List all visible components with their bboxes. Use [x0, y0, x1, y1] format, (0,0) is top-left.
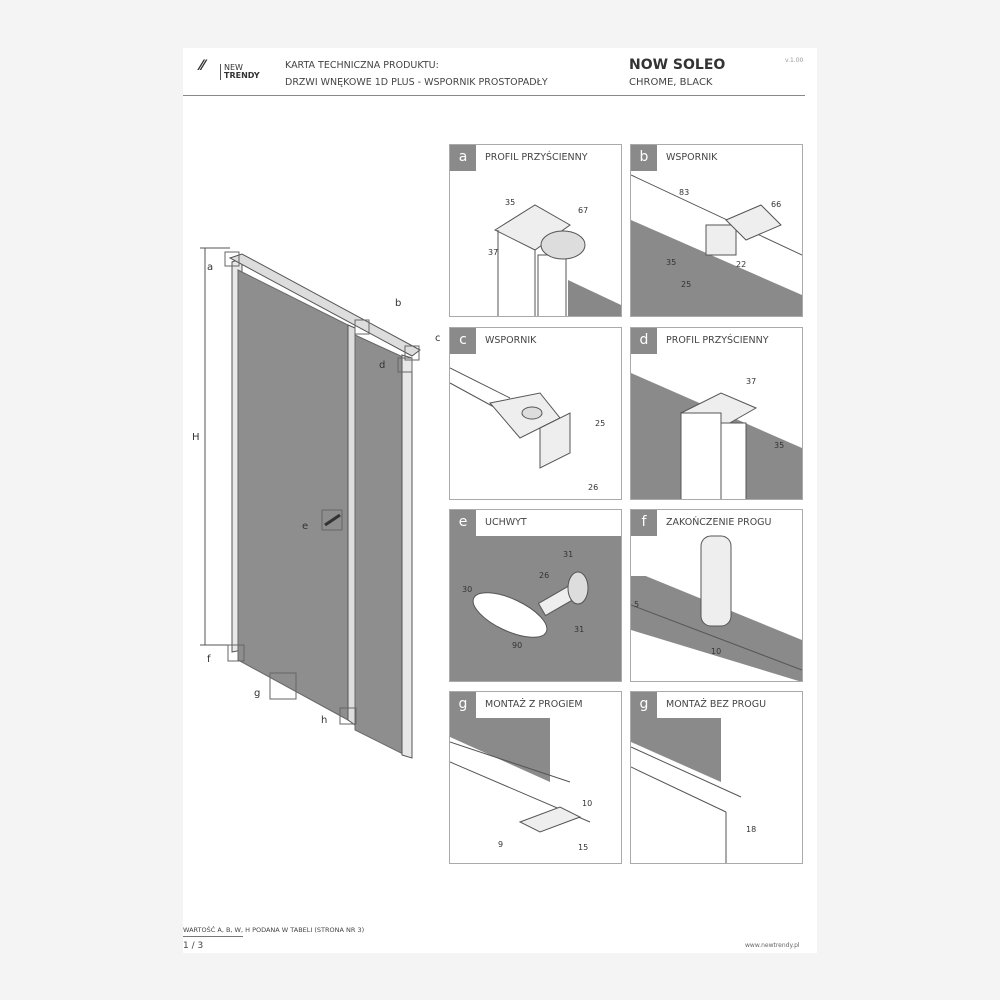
height-label: H: [192, 432, 200, 443]
dimension-label: 25: [595, 419, 605, 428]
callout-h: h: [321, 715, 328, 726]
detail-drawing: 18: [631, 718, 756, 863]
dimension-label: 15: [578, 843, 588, 852]
panel-letter: d: [631, 328, 657, 354]
panel-letter: c: [450, 328, 476, 354]
dimension-label: 26: [588, 483, 598, 492]
website-link[interactable]: www.newtrendy.pl: [745, 942, 800, 949]
panel-letter: e: [450, 510, 476, 536]
detail-panel-g-2: 18 g MONTAŻ BEZ PROGU: [630, 691, 803, 864]
footer-note: WARTOŚĆ A, B, W, H PODANA W TABELI (STRO…: [183, 926, 365, 934]
detail-panel-d: 37 35 d PROFIL PRZYŚCIENNY: [630, 327, 803, 500]
dimension-label: 31: [574, 625, 584, 634]
dimension-label: 35: [505, 198, 515, 207]
footer-note-underline: [183, 936, 243, 937]
callout-b: b: [395, 298, 402, 309]
dimension-label: 9: [498, 840, 503, 849]
detail-drawing: 83 66 35 22 25: [631, 174, 802, 316]
panel-letter: g: [450, 692, 476, 718]
detail-drawing: 5 10: [631, 535, 802, 681]
panel-title: UCHWYT: [485, 517, 527, 528]
panel-title: MONTAŻ BEZ PROGU: [666, 699, 767, 710]
dimension-label: 37: [746, 377, 756, 386]
dimension-label: 83: [679, 188, 689, 197]
dimension-label: 5: [634, 600, 639, 609]
logo-mark-icon: ⁄⁄: [200, 58, 205, 74]
dimension-label: 35: [774, 441, 784, 450]
dimension-label: 30: [462, 585, 472, 594]
detail-drawing: 37 35: [631, 373, 802, 499]
panel-title: PROFIL PRZYŚCIENNY: [485, 152, 588, 163]
callout-a: a: [207, 262, 214, 273]
dimension-label: 25: [681, 280, 691, 289]
callout-d: d: [379, 360, 386, 371]
header-divider: [183, 95, 805, 96]
panel-letter: g: [631, 692, 657, 718]
dimension-label: 22: [736, 260, 746, 269]
detail-panel-e: 31 26 30 90 31 e UCHWYT: [449, 509, 622, 682]
detail-drawing: 35 67 37: [488, 198, 621, 316]
panel-title: ZAKOŃCZENIE PROGU: [666, 517, 772, 528]
callout-c: c: [435, 333, 441, 344]
document-subject: DRZWI WNĘKOWE 1D PLUS - WSPORNIK PROSTOP…: [285, 77, 548, 88]
panel-title: WSPORNIK: [485, 335, 537, 346]
door-assembly-drawing: [200, 247, 421, 759]
detail-panel-b: 83 66 35 22 25 b WSPORNIK: [630, 144, 803, 317]
product-variants: CHROME, BLACK: [629, 77, 713, 88]
detail-drawing: 10 9 15: [450, 718, 592, 852]
logo-text-line2: TRENDY: [224, 71, 260, 80]
panel-letter: a: [450, 145, 476, 171]
dimension-label: 66: [771, 200, 781, 209]
document-type: KARTA TECHNICZNA PRODUKTU:: [285, 60, 439, 71]
dimension-label: 26: [539, 571, 549, 580]
dimension-label: 35: [666, 258, 676, 267]
panel-title: WSPORNIK: [666, 152, 718, 163]
callout-e: e: [302, 521, 309, 532]
dimension-label: 67: [578, 206, 588, 215]
dimension-label: 18: [746, 825, 756, 834]
dimension-label: 37: [488, 248, 498, 257]
panel-letter: b: [631, 145, 657, 171]
panel-letter: f: [631, 510, 657, 536]
panel-title: PROFIL PRZYŚCIENNY: [666, 335, 769, 346]
detail-panel-g: 10 9 15 g MONTAŻ Z PROGIEM: [449, 691, 622, 864]
product-name: NOW SOLEO: [629, 57, 726, 73]
detail-panel-f: 5 10 f ZAKOŃCZENIE PROGU: [630, 509, 803, 682]
detail-panel-a: 35 67 37 a PROFIL PRZYŚCIENNY: [449, 144, 622, 317]
dimension-label: 10: [582, 799, 592, 808]
detail-drawing: 25 26: [450, 367, 605, 492]
dimension-label: 10: [711, 647, 721, 656]
dimension-label: 90: [512, 641, 522, 650]
panel-title: MONTAŻ Z PROGIEM: [485, 699, 583, 710]
dimension-label: 31: [563, 550, 573, 559]
version-label: v.1.00: [785, 57, 804, 64]
page-number: 1 / 3: [183, 941, 204, 951]
detail-panel-c: 25 26 c WSPORNIK: [449, 327, 622, 500]
callout-f: f: [207, 654, 211, 665]
logo-text-line1: NEW: [224, 63, 243, 72]
detail-drawing: 31 26 30 90 31: [450, 536, 621, 681]
callout-g: g: [254, 688, 261, 699]
